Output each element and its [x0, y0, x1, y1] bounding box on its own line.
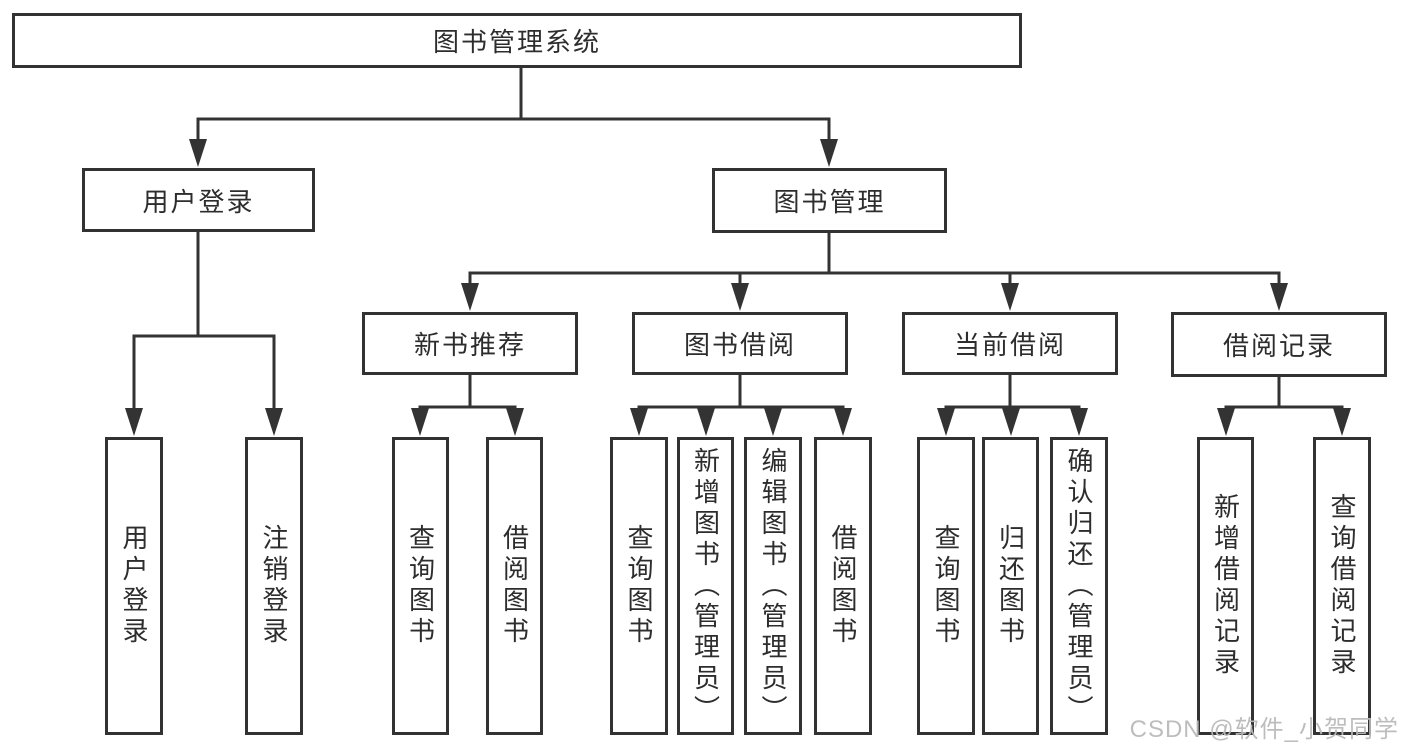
arrowhead — [1270, 283, 1288, 311]
leaf-query-book-3: 查询图书 — [917, 437, 975, 735]
rail-new-book — [418, 405, 517, 410]
arrowhead — [189, 139, 207, 167]
arrowhead — [1070, 408, 1088, 436]
arrowhead — [1002, 408, 1020, 436]
leaf-return-book: 归还图书 — [982, 437, 1039, 735]
arrowhead — [697, 408, 715, 436]
leaf-logout: 注销登录 — [245, 437, 303, 735]
leaf-edit-book-admin: 编辑图书（管理员） — [744, 437, 802, 735]
arrowhead — [506, 408, 524, 436]
leaf-label: 归还图书 — [995, 524, 1026, 648]
arrowhead — [820, 139, 838, 167]
arrowhead — [630, 408, 648, 436]
rail-book-management — [468, 271, 1281, 285]
arrowhead — [411, 408, 429, 436]
leaf-add-book-admin: 新增图书（管理员） — [677, 437, 734, 735]
arrowhead — [125, 408, 143, 436]
leaf-label: 查询借阅记录 — [1327, 493, 1357, 679]
arrowhead — [1333, 408, 1351, 436]
leaf-query-book-1: 查询图书 — [392, 437, 449, 735]
leaf-label: 确认归还（管理员） — [1064, 446, 1094, 726]
leaf-label: 借阅图书 — [828, 524, 858, 648]
arrowhead — [1217, 408, 1235, 436]
leaf-label: 查询图书 — [931, 524, 961, 648]
arrowhead — [834, 408, 852, 436]
leaf-label: 新增图书（管理员） — [690, 446, 721, 726]
leaf-borrow-book-1: 借阅图书 — [486, 437, 543, 735]
leaf-borrow-book-2: 借阅图书 — [814, 437, 872, 735]
node-book-management: 图书管理 — [712, 168, 947, 233]
leaf-label: 注销登录 — [259, 524, 289, 648]
leaf-label: 查询图书 — [624, 524, 654, 648]
arrowhead — [764, 408, 782, 436]
arrowhead — [265, 408, 283, 436]
leaf-label: 查询图书 — [405, 524, 436, 648]
node-root-system: 图书管理系统 — [12, 13, 1022, 68]
rail-borrow — [637, 405, 845, 410]
arrowhead — [937, 408, 955, 436]
leaf-label: 用户登录 — [119, 524, 149, 648]
node-user-login: 用户登录 — [82, 168, 315, 232]
node-borrow-record: 借阅记录 — [1171, 312, 1387, 377]
leaf-label: 编辑图书（管理员） — [758, 446, 788, 726]
node-current-borrow: 当前借阅 — [902, 312, 1118, 375]
rail-user-login — [132, 334, 276, 410]
leaf-label: 新增借阅记录 — [1210, 493, 1241, 679]
leaf-confirm-return-admin: 确认归还（管理员） — [1050, 437, 1108, 735]
leaf-query-book-2: 查询图书 — [610, 437, 668, 735]
rail-level1 — [196, 117, 831, 140]
leaf-label: 借阅图书 — [499, 524, 530, 648]
node-book-borrow: 图书借阅 — [632, 312, 848, 375]
arrowhead — [1001, 283, 1019, 311]
arrowhead — [461, 283, 479, 311]
arrowhead — [731, 283, 749, 311]
leaf-add-borrow-record: 新增借阅记录 — [1197, 437, 1254, 735]
rail-record — [1224, 405, 1344, 410]
csdn-watermark: CSDN @软件_小贺同学 — [1129, 716, 1399, 743]
leaf-query-borrow-record: 查询借阅记录 — [1313, 437, 1371, 735]
node-new-book-recommend: 新书推荐 — [362, 312, 578, 375]
leaf-user-login: 用户登录 — [105, 437, 163, 735]
